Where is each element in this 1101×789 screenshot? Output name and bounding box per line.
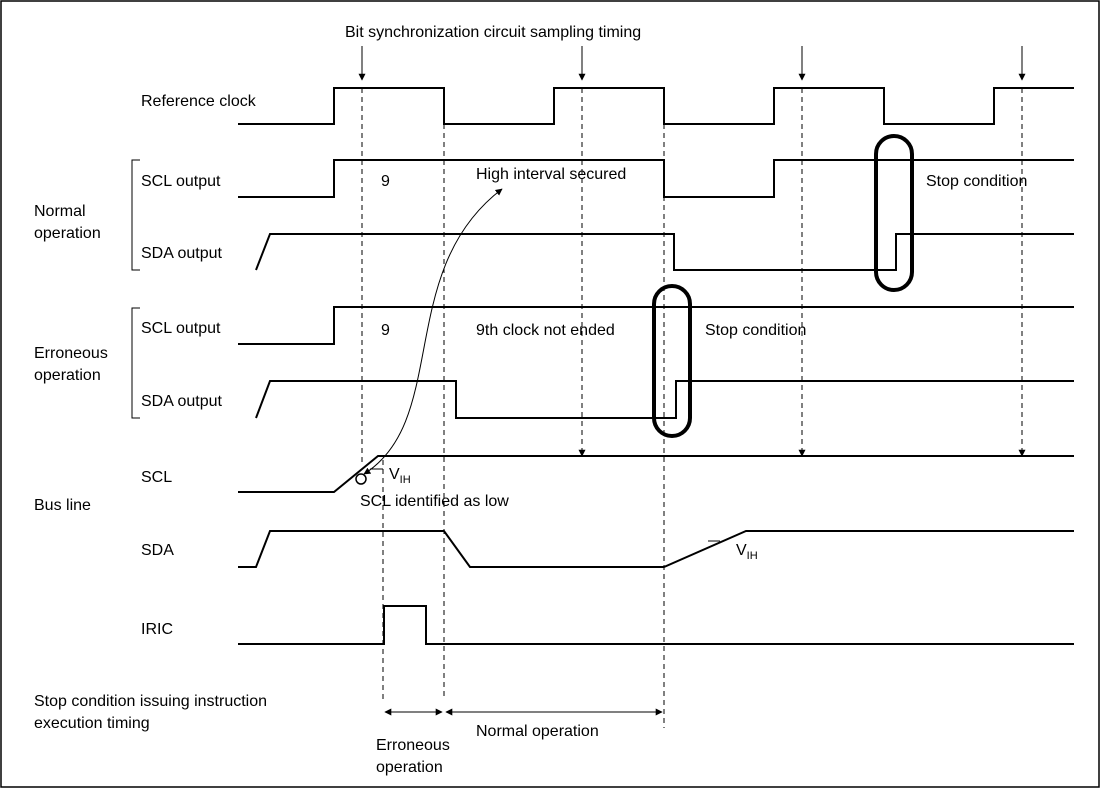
erroneous-operation-label-line2: operation	[34, 367, 101, 384]
bus-line-label: Bus line	[34, 497, 91, 514]
normal-operation-bracket	[131, 159, 140, 271]
normal-operation-label-line2: operation	[34, 225, 101, 242]
bus-scl-label: SCL	[141, 469, 172, 486]
reference-clock-label: Reference clock	[141, 93, 257, 110]
sda-vih-base: V	[736, 542, 747, 559]
stop-condition-erroneous-highlight	[652, 284, 692, 438]
stop-condition-normal-annotation: Stop condition	[926, 173, 1027, 190]
scl-vih-subscript: IH	[400, 474, 411, 486]
erroneous-interval-label-line2: operation	[376, 759, 443, 776]
iric-waveform	[238, 605, 1074, 645]
stop-issue-label-line1: Stop condition issuing instruction	[34, 693, 267, 710]
ninth-clock-not-ended-annotation: 9th clock not ended	[476, 322, 615, 339]
erroneous-interval-label-line1: Erroneous	[376, 737, 450, 754]
sda-output-normal-label: SDA output	[141, 245, 223, 262]
scl-output-erroneous-label: SCL output	[141, 320, 221, 337]
scl-output-erroneous-waveform	[238, 306, 1074, 345]
diagram-title: Bit synchronization circuit sampling tim…	[345, 24, 641, 41]
bus-sda-waveform	[238, 530, 1074, 568]
clock-number-erroneous: 9	[381, 322, 390, 339]
clock-number-normal: 9	[381, 173, 390, 190]
high-interval-secured-annotation: High interval secured	[476, 166, 626, 183]
sda-output-erroneous-waveform	[255, 380, 1074, 419]
sda-vih-subscript: IH	[747, 550, 758, 562]
iric-label: IRIC	[141, 621, 173, 638]
scl-output-normal-label: SCL output	[141, 173, 221, 190]
stop-issue-label-line2: execution timing	[34, 715, 150, 732]
erroneous-operation-label-line1: Erroneous	[34, 345, 108, 362]
high-interval-relation-arrow	[363, 188, 503, 475]
scl-output-normal-waveform	[238, 159, 1074, 198]
stop-condition-erroneous-annotation: Stop condition	[705, 322, 806, 339]
scl-vih-label: VIH	[389, 466, 411, 486]
normal-operation-label-line1: Normal	[34, 203, 86, 220]
scl-identified-low-annotation: SCL identified as low	[360, 493, 509, 510]
scl-threshold-marker	[355, 473, 367, 485]
erroneous-operation-bracket	[131, 307, 140, 419]
bus-sda-label: SDA	[141, 542, 174, 559]
sda-output-normal-waveform	[255, 233, 1074, 271]
reference-clock-waveform	[238, 87, 1074, 125]
bus-scl-waveform	[238, 455, 1074, 493]
scl-vih-base: V	[389, 466, 400, 483]
sda-vih-label: VIH	[736, 542, 758, 562]
normal-interval-label: Normal operation	[476, 723, 599, 740]
stop-condition-normal-highlight	[874, 134, 914, 292]
sda-output-erroneous-label: SDA output	[141, 393, 223, 410]
